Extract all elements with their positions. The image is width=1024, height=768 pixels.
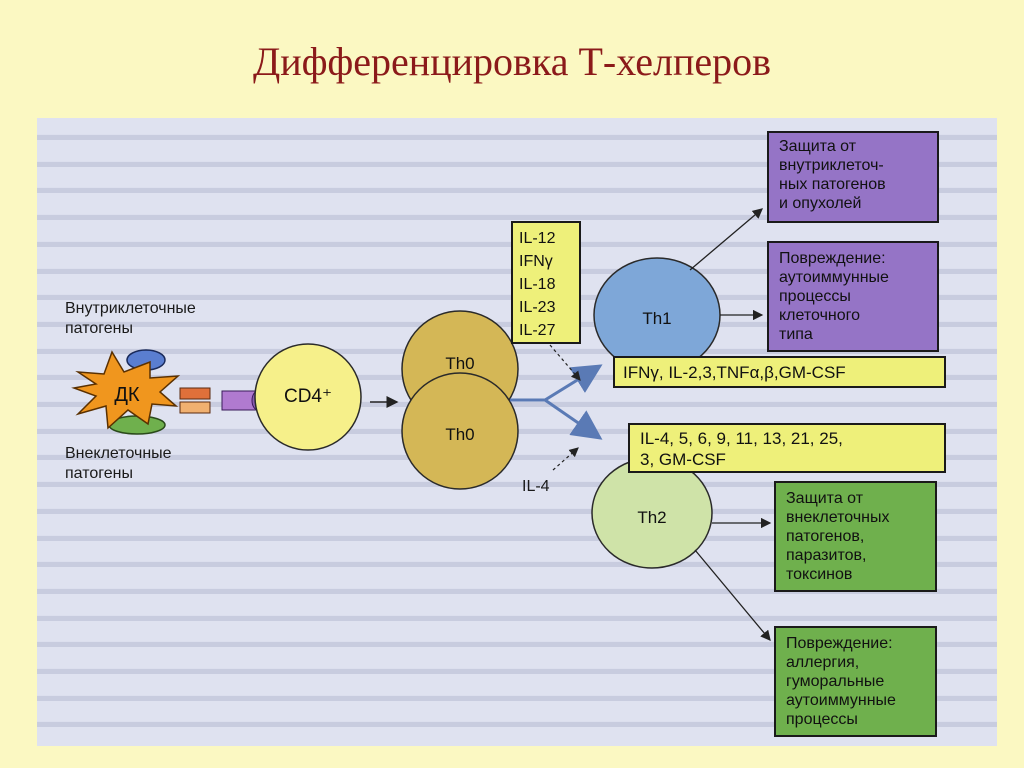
page-title: Дифференцировка Т-хелперов [252, 39, 771, 84]
th1-protection-line-1: Защита от [779, 138, 857, 155]
th1-damage-box: Повреждение: аутоиммунные процессы клето… [767, 241, 939, 352]
th2-damage-line-4: аутоиммунные [786, 692, 896, 709]
th1-damage-line-1: Повреждение: [779, 250, 886, 267]
th1-protection-line-2: внутриклеточ- [779, 157, 884, 174]
dendritic-cell-shape [71, 350, 181, 430]
th2-damage-line-5: процессы [786, 711, 858, 728]
intracellular-line-2: патогены [65, 320, 133, 337]
inducer-il18: IL-18 [519, 276, 556, 293]
inducer-il27: IL-27 [519, 322, 556, 339]
arrow-th0-to-th1 [510, 364, 603, 402]
th1-protection-box: Защита от внутриклеточ- ных патогенов и … [767, 131, 939, 223]
th1-protection-line-4: и опухолей [779, 195, 862, 212]
extracellular-line-2: патогены [65, 465, 133, 482]
arrow-inducers-dashed [549, 344, 581, 381]
extracellular-pathogens-label: Внеклеточные патогены [65, 444, 172, 484]
dc-label: ДК [114, 384, 140, 406]
mhc-connector-top [179, 387, 211, 400]
th1-inducers-box: IL-12 IFNγ IL-18 IL-23 IL-27 [511, 221, 581, 344]
th1-label: Th1 [642, 309, 672, 328]
extracellular-line-1: Внеклеточные [65, 445, 172, 462]
th2-label: Th2 [637, 508, 667, 527]
th0-top-label: Th0 [445, 354, 475, 373]
arrow-th2-to-damage [694, 549, 771, 641]
arrow-il4-dashed [552, 447, 579, 471]
th2-protection-line-5: токсинов [786, 566, 853, 583]
th0-cell-bottom-shape [401, 372, 519, 490]
th1-damage-line-2: аутоиммунные [779, 269, 889, 286]
mhc-connector-bottom [179, 401, 211, 414]
th2-protection-line-3: патогенов, [786, 528, 865, 545]
th1-damage-line-5: типа [779, 326, 813, 343]
intracellular-pathogens-label: Внутриклеточные патогены [65, 299, 196, 339]
inducer-ifng: IFNγ [519, 253, 553, 270]
th2-damage-line-3: гуморальные [786, 673, 885, 690]
th2-damage-line-1: Повреждение: [786, 635, 893, 652]
th2-protection-line-2: внеклеточных [786, 509, 890, 526]
th2-protection-box: Защита от внеклеточных патогенов, парази… [774, 481, 937, 592]
th1-cytokines-box: IFNγ, IL-2,3,TNFα,β,GM-CSF [613, 356, 946, 388]
il4-label: IL-4 [522, 478, 550, 495]
th2-protection-line-1: Защита от [786, 490, 864, 507]
cd4-cell-shape [254, 343, 362, 451]
th2-cytokines-line-2: 3, GM-CSF [640, 450, 726, 469]
th1-cytokines-text: IFNγ, IL-2,3,TNFα,β,GM-CSF [623, 363, 846, 382]
th1-damage-line-3: процессы [779, 288, 851, 305]
cd4-label: CD4⁺ [283, 386, 333, 407]
inducer-il12: IL-12 [519, 230, 556, 247]
arrow-th0-to-th2 [544, 398, 603, 440]
th2-damage-box: Повреждение: аллергия, гуморальные аутои… [774, 626, 937, 737]
th2-cytokines-box: IL-4, 5, 6, 9, 11, 13, 21, 25, 3, GM-CSF [628, 423, 946, 473]
th2-damage-line-2: аллергия, [786, 654, 860, 671]
th1-damage-line-4: клеточного [779, 307, 861, 324]
th2-cytokines-line-1: IL-4, 5, 6, 9, 11, 13, 21, 25, [640, 429, 843, 448]
th0-bottom-label: Th0 [445, 425, 475, 444]
th2-protection-line-4: паразитов, [786, 547, 867, 564]
intracellular-line-1: Внутриклеточные [65, 300, 196, 317]
inducer-il23: IL-23 [519, 299, 556, 316]
arrow-th1-to-protection [689, 208, 763, 271]
th1-protection-line-3: ных патогенов [779, 176, 886, 193]
